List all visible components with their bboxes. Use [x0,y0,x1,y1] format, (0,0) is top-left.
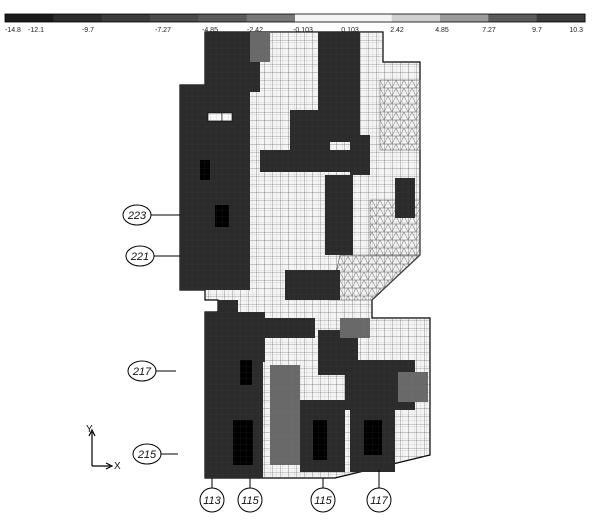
legend-tick-label: 2.42 [390,27,404,34]
callout-label: 117 [370,495,388,507]
legend-bin [198,14,248,22]
callout-label: 223 [127,210,147,222]
legend-bin [295,14,344,22]
legend-tick-label: 10.3 [569,27,583,34]
legend-bin [101,14,151,22]
callout-label: 215 [137,449,157,461]
legend-tick-label: -4.85 [202,27,218,34]
x-arrowhead-icon [105,462,114,470]
legend-tick-label: -14.8 [5,27,21,34]
callout-bubble [310,487,336,513]
legend-tick-label: -0.103 [293,27,313,34]
callout-label: 217 [132,366,152,378]
legend-tick-label: 0.103 [341,27,359,34]
legend-tick-label: -9.7 [82,27,94,34]
legend-bin [246,14,296,22]
callout-bubble [237,487,263,513]
callouts-bottom: 113 115 115 117 [199,470,392,513]
legend-bin [488,14,538,22]
legend-bin [391,14,441,22]
y-axis-label: Y [86,424,93,435]
legend-bin [440,14,489,22]
axes-triad: Y X [86,424,121,472]
callout-label: 221 [130,251,149,263]
fe-mesh [179,31,431,479]
legend-tick-label: -12.1 [28,27,44,34]
legend-bin [5,14,54,22]
legend-tick-label: 9.7 [532,27,542,34]
callout-bubble [199,487,225,513]
callout-label: 115 [241,495,259,507]
legend-bin [536,14,586,22]
legend-bin [343,14,393,22]
callouts-left: 223 221 217 215 [122,204,180,465]
callout-label: 113 [203,495,221,507]
callout-bubble [366,487,392,513]
legend-colorbar: -14.8 -12.1 -9.7 -7.27 -4.85 -2.42 -0.10… [4,13,586,34]
legend-tick-label: 4.85 [435,27,449,34]
legend-bin [53,14,103,22]
legend-bin [150,14,199,22]
legend-tick-labels: -14.8 -12.1 -9.7 -7.27 -4.85 -2.42 -0.10… [5,27,583,34]
legend-tick-label: 7.27 [482,27,496,34]
legend-tick-label: -2.42 [247,27,263,34]
y-arrowhead-icon [88,428,96,437]
x-axis-label: X [114,461,121,472]
mesh-grid-overlay [180,32,430,478]
callout-label: 115 [314,495,332,507]
legend-tick-label: -7.27 [155,27,171,34]
